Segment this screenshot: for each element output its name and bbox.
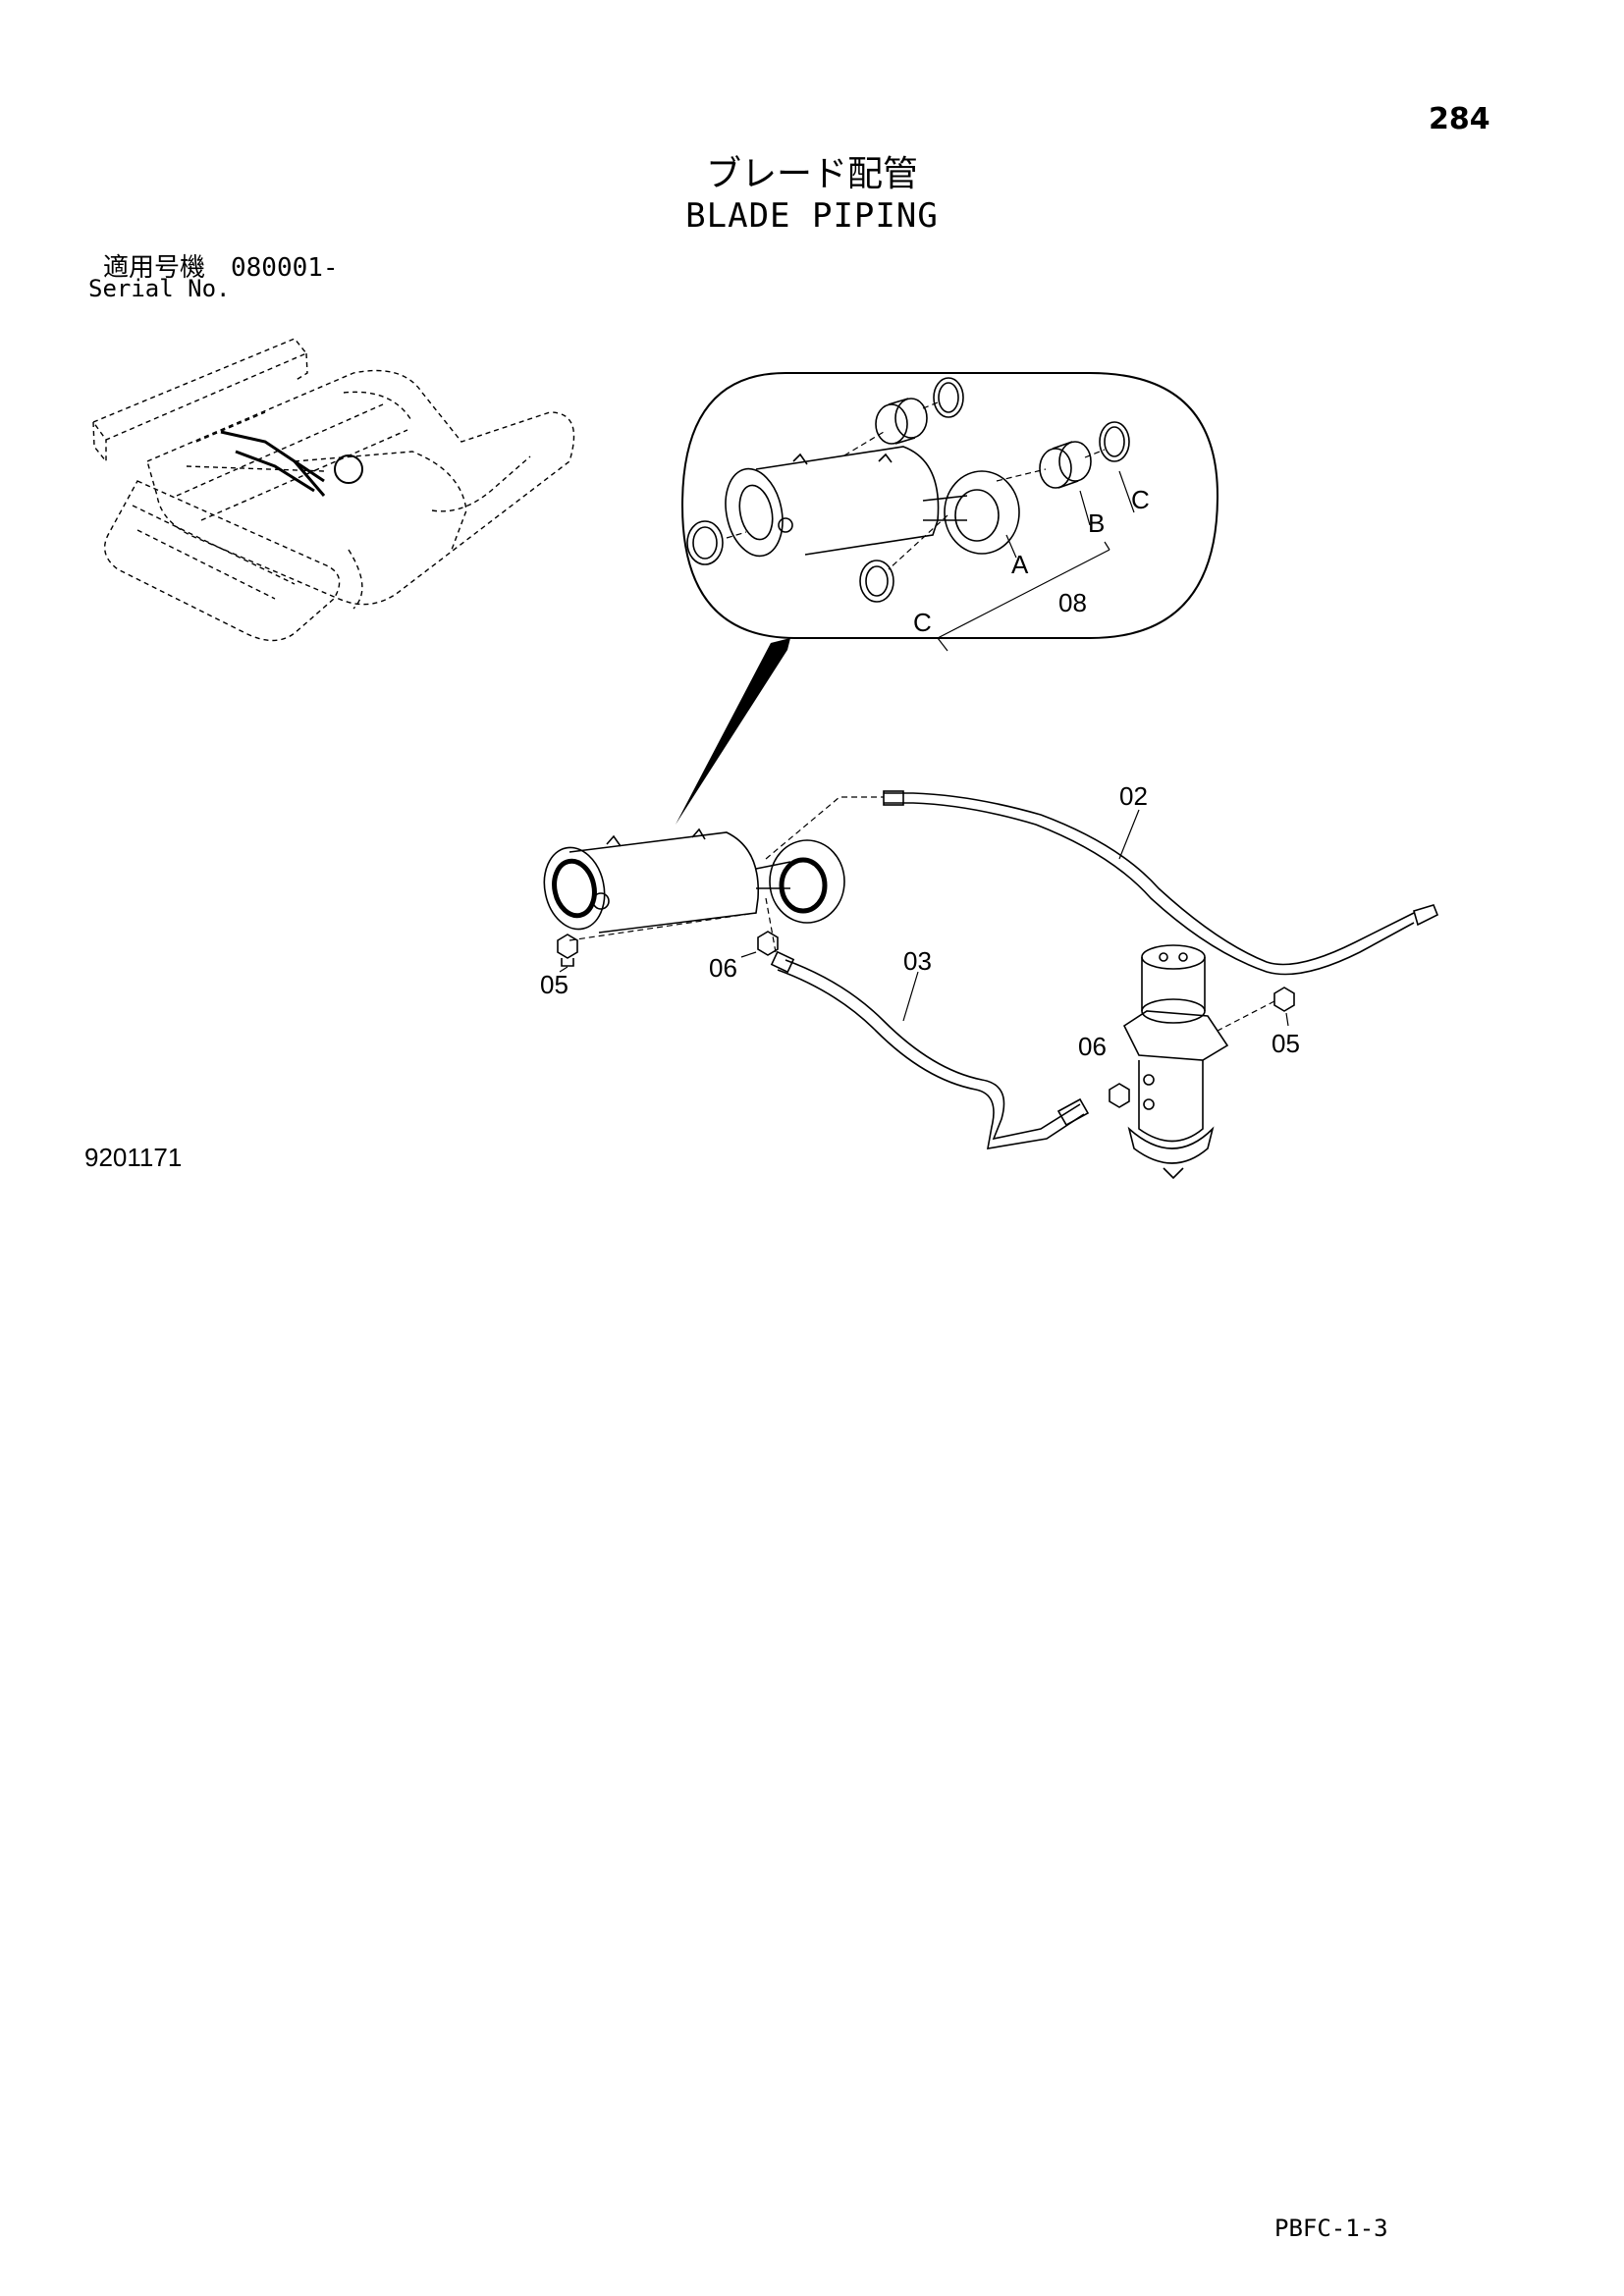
seal-ring-left — [686, 520, 724, 565]
leader-05-right-label — [1285, 1012, 1289, 1027]
bushing-a-upper — [875, 398, 928, 445]
fitting-06-right — [1109, 1083, 1130, 1108]
seal-ring-upper — [933, 377, 964, 418]
leader-02 — [1118, 809, 1140, 860]
callout-a: A — [1011, 550, 1029, 579]
callout-c-bottom: C — [913, 608, 932, 637]
callout-03: 03 — [903, 946, 932, 976]
page-number: 284 — [1429, 102, 1490, 136]
callout-b: B — [1088, 508, 1105, 538]
page-title-english: BLADE PIPING — [685, 196, 939, 236]
bushing-b — [1039, 441, 1092, 489]
detail-bracket-08 — [937, 470, 1135, 652]
machine-locator-sketch — [91, 338, 575, 642]
callout-02: 02 — [1119, 781, 1148, 811]
center-swivel-joint — [1122, 944, 1229, 1180]
page-title-japanese: ブレード配管 — [705, 154, 918, 194]
callout-06-right: 06 — [1078, 1032, 1107, 1061]
callout-08: 08 — [1058, 588, 1087, 617]
seal-ring-c-right — [1099, 421, 1130, 462]
callout-06-left: 06 — [709, 953, 737, 983]
cylinder-leader-lines — [568, 796, 884, 953]
callout-c-top: C — [1131, 485, 1150, 514]
fitting-05-left — [557, 934, 578, 967]
blade-cylinder-locator-mark — [220, 430, 363, 497]
leader-05-right — [1217, 1000, 1275, 1032]
fitting-06-left — [757, 931, 779, 956]
detail-cylinder-body — [725, 446, 940, 558]
callout-05-right: 05 — [1272, 1029, 1300, 1058]
blade-cylinder — [543, 828, 845, 934]
detail-callout-bubble — [676, 372, 1219, 825]
leader-03 — [902, 971, 919, 1022]
hose-03 — [770, 950, 1090, 1149]
detail-leader-lines — [726, 401, 1106, 570]
callout-05-left: 05 — [540, 970, 568, 999]
seal-ring-c-bottom — [859, 560, 894, 603]
fitting-05-right — [1273, 987, 1295, 1012]
serial-applicability-label: 適用号機 080001- — [103, 253, 339, 283]
detail-cylinder-rod-eye — [922, 470, 1020, 555]
leader-05-left — [559, 966, 568, 973]
hose-02 — [883, 790, 1439, 976]
document-code: PBFC-1-3 — [1274, 2215, 1388, 2242]
leader-06-left — [740, 951, 757, 958]
figure-number: 9201171 — [84, 1143, 183, 1172]
serial-number-label: Serial No. — [88, 275, 231, 302]
